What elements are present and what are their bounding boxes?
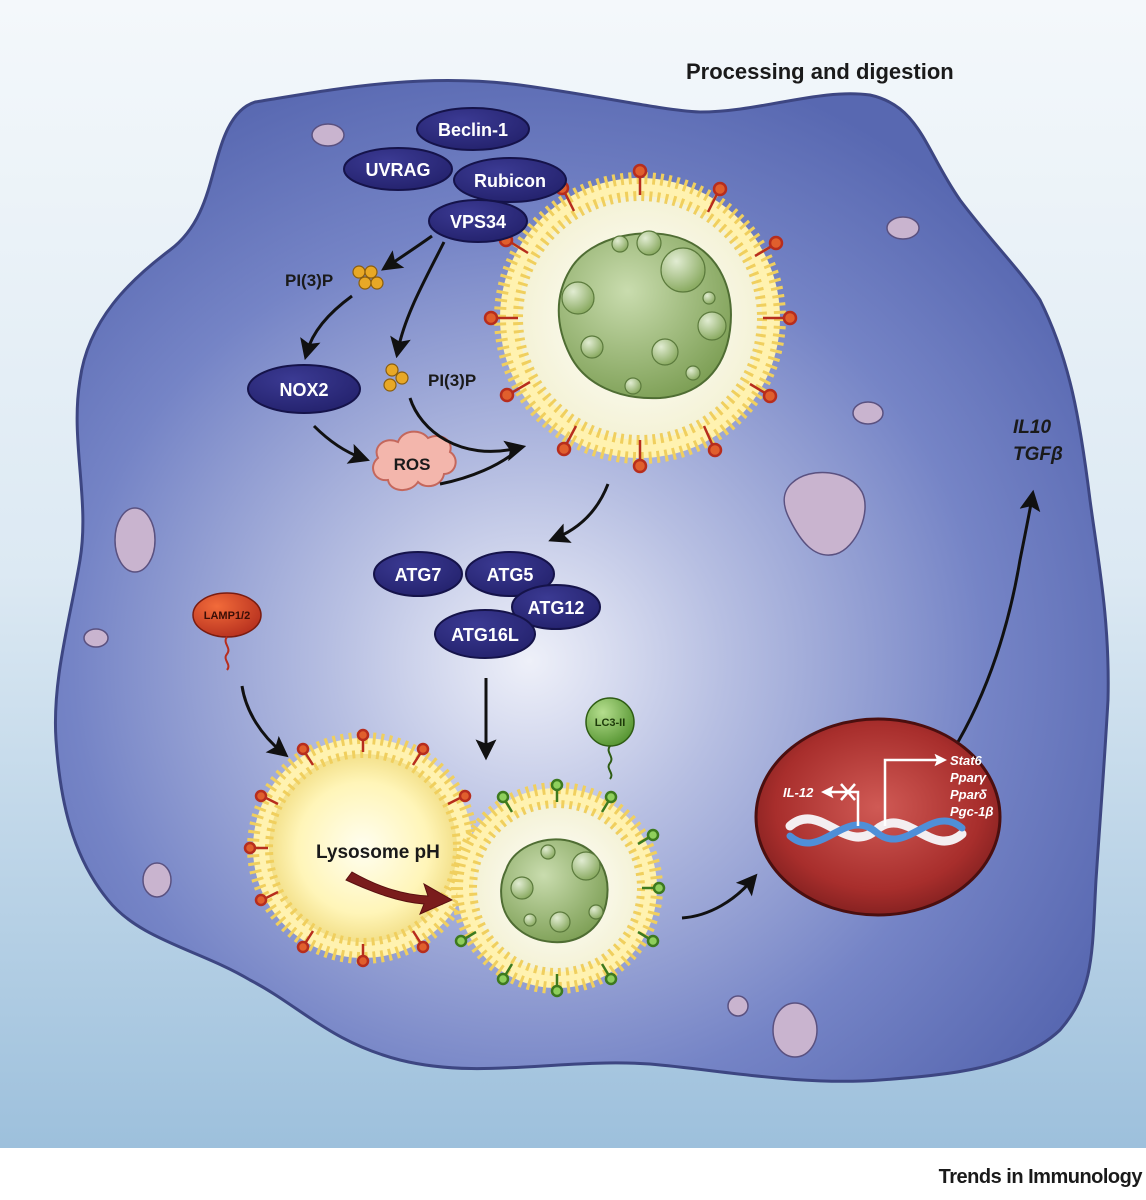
arrow-nox2-to-ros [312, 424, 370, 464]
pi3p-molecules [352, 265, 384, 290]
bubble [624, 377, 642, 395]
arrow-nucleus-to-secreted [950, 489, 1041, 753]
organelle [852, 401, 884, 425]
phagosome-bubbles [561, 230, 727, 395]
atg7-label: ATG7 [395, 565, 442, 585]
phagosome [483, 163, 798, 474]
uvrag-label: UVRAG [365, 160, 430, 180]
bubble [523, 913, 537, 927]
atg5-label: ATG5 [487, 565, 534, 585]
arrow-ros-to-phagosome [439, 446, 522, 486]
gene-pgc1-beta: Pgc-1β [950, 804, 993, 819]
nox2-label: NOX2 [279, 380, 328, 400]
bubble [510, 876, 534, 900]
arrow-phagosome-to-atg [548, 483, 610, 543]
arrow-vps34-to-pi3p [381, 234, 433, 271]
pi3p-mid: PI(3)P [383, 363, 476, 392]
ros-cloud [372, 430, 457, 491]
footer-band [0, 1148, 1146, 1200]
journal-credit: Trends in Immunology [938, 1166, 1143, 1188]
organelle [142, 862, 172, 898]
organelle [772, 1002, 818, 1058]
gene-ppar-delta: Pparδ [950, 787, 987, 802]
gene-promoter-arrow [883, 753, 947, 826]
il12-block-icon [840, 783, 856, 801]
organelle [783, 471, 866, 556]
beclin1-protein [416, 107, 530, 151]
bubble [561, 281, 595, 315]
bubble [580, 335, 604, 359]
nox2-protein [247, 364, 361, 414]
secreted-il10: IL10 [1013, 417, 1051, 438]
pi3p-molecules [383, 363, 409, 392]
organelle [311, 123, 345, 147]
nucleus: IL-12 Stat6 Pparγ Pparδ Pgc-1β [754, 717, 1002, 917]
arrow-pi3p-to-phagosome [408, 397, 527, 462]
lamp-marker: LAMP1/2 [192, 592, 262, 671]
bubble [540, 844, 556, 860]
organelle [727, 995, 749, 1017]
gene-ppar-gamma: Pparγ [950, 770, 987, 785]
nucleus-body [754, 717, 1002, 917]
bubble [660, 247, 706, 293]
lc3-marker: LC3-II [585, 697, 635, 780]
secreted-tgfb: TGFβ [1013, 444, 1063, 465]
lc3-tail [607, 745, 613, 780]
arrow-pi3p-to-nox2 [300, 294, 353, 361]
bubble [549, 911, 571, 933]
ros-label: ROS [394, 455, 431, 474]
rubicon-protein [453, 157, 567, 203]
organelle [886, 216, 920, 240]
lysosome-to-vesicle-arrow [345, 871, 454, 915]
rubicon-label: Rubicon [474, 171, 546, 191]
pi3p-top-label: PI(3)P [285, 271, 333, 290]
pi3p-mid-label: PI(3)P [428, 371, 476, 390]
atg16l-protein [434, 609, 536, 659]
bubble [697, 311, 727, 341]
bubble [571, 851, 601, 881]
beclin1-label: Beclin-1 [438, 120, 508, 140]
lamp-tail [224, 636, 230, 671]
il12-label: IL-12 [783, 785, 814, 800]
arrow-lamp-to-lysosome [240, 685, 289, 758]
uvrag-protein [343, 147, 453, 191]
atg-complex: ATG7 ATG5 ATG12 ATG16L [373, 551, 601, 659]
vps34-label: VPS34 [450, 212, 506, 232]
lc3-label: LC3-II [595, 717, 626, 729]
gene-stat6: Stat6 [950, 753, 983, 768]
bubble [685, 365, 701, 381]
lc3-vesicle [451, 778, 666, 998]
atg5-protein [465, 551, 555, 597]
bubble [636, 230, 662, 256]
atg12-protein [511, 584, 601, 630]
atg16l-label: ATG16L [451, 625, 519, 645]
title: Processing and digestion [686, 59, 954, 84]
bubble [651, 338, 679, 366]
lysosome-lamp-markers [243, 728, 472, 968]
bubble [588, 904, 604, 920]
dna-strand-blue [786, 817, 966, 847]
il12-promoter-arrow [821, 785, 860, 826]
organelle [114, 507, 156, 573]
atg7-protein [373, 551, 463, 597]
vps34-protein [428, 199, 528, 243]
bubble [611, 235, 629, 253]
bubble [702, 291, 716, 305]
lamp-label: LAMP1/2 [204, 610, 250, 622]
lysosome-ph-label: Lysosome pH [316, 842, 440, 863]
atg12-label: ATG12 [528, 598, 585, 618]
pathway-arrows [240, 234, 1041, 920]
vesicle-bubbles [510, 844, 604, 933]
organelles [83, 123, 920, 1058]
pi3p-top: PI(3)P [285, 265, 384, 290]
arrow-vesicle-to-nucleus [681, 873, 758, 920]
class3-pi3k-complex: Beclin-1 UVRAG Rubicon VPS34 [343, 107, 567, 243]
arrow-vps34-to-pi3p-mid [390, 241, 446, 359]
organelle [83, 628, 109, 648]
vesicle-lc3-markers [454, 778, 666, 998]
